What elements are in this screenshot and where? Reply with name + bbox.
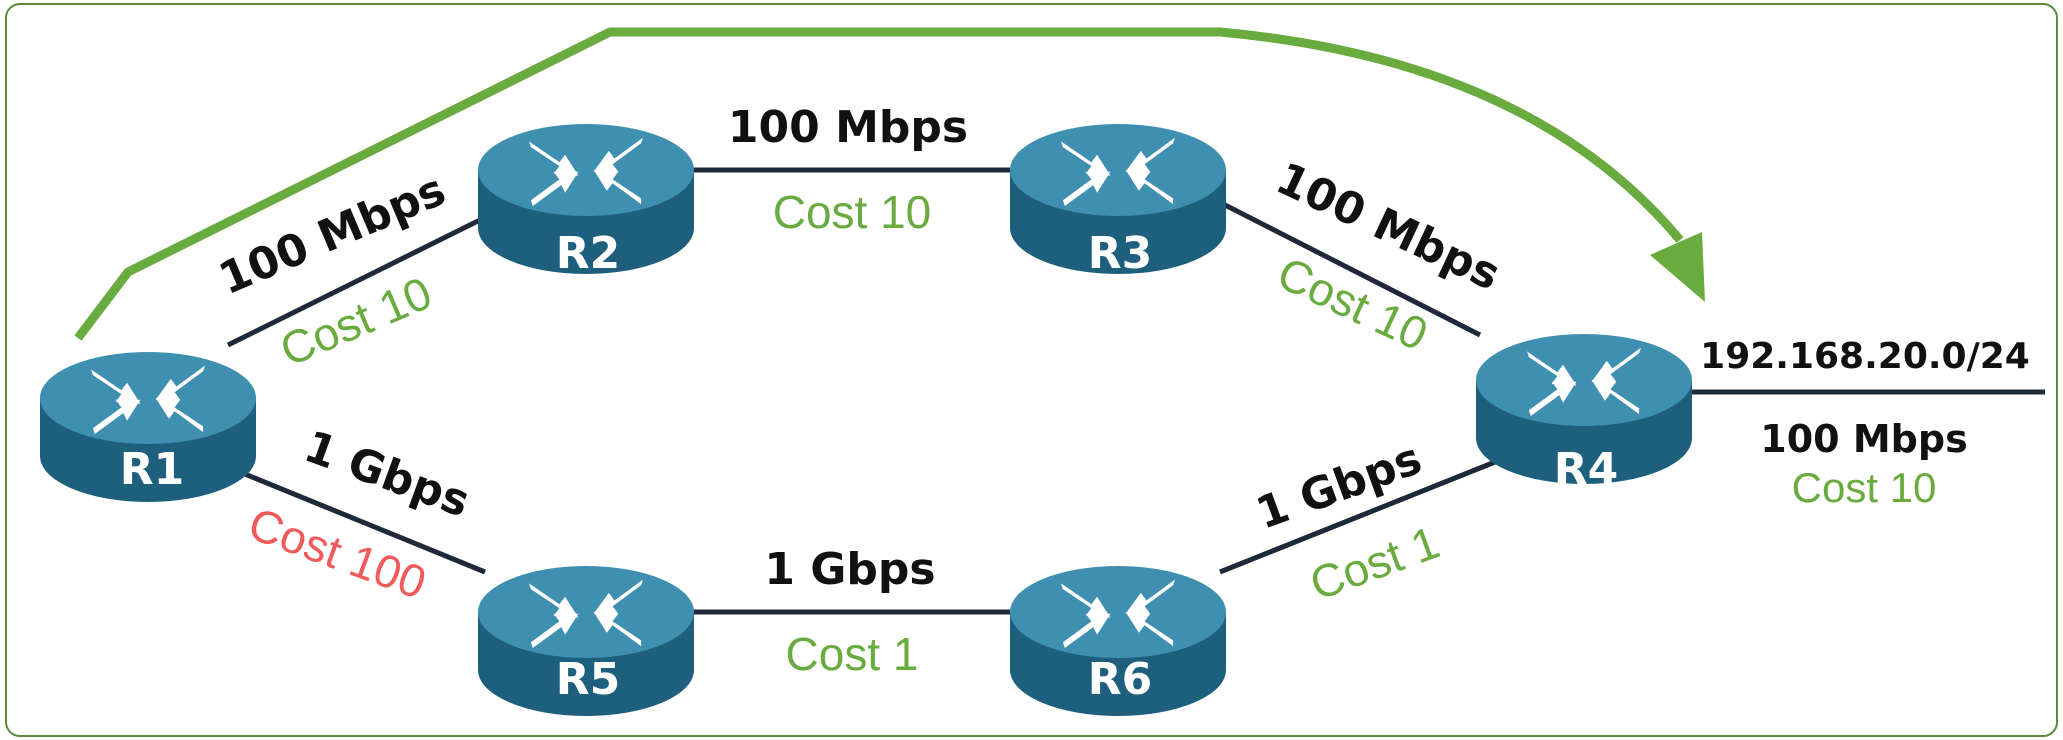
router-icon	[40, 352, 256, 502]
link-r1-r5	[234, 467, 486, 575]
path-arrowhead-icon	[1650, 232, 1705, 302]
router-icon	[478, 566, 694, 716]
link-r6-r4	[1219, 459, 1496, 575]
bandwidth-r2-r3: 100 Mbps	[728, 102, 968, 153]
path-arrow-icon	[74, 27, 1684, 341]
router-icon	[478, 124, 694, 274]
bandwidth-r1-r5: 1 Gbps	[298, 421, 476, 527]
router-label-r4: R4	[1554, 444, 1619, 495]
cost-r2-r3: Cost 10	[773, 186, 932, 238]
bandwidth-r5-r6: 1 Gbps	[764, 544, 935, 595]
router-icon	[1476, 334, 1692, 484]
frame-border	[5, 3, 2058, 737]
router-label-r2: R2	[556, 228, 621, 279]
link-r1-r2	[226, 217, 482, 348]
network-prefix: 192.168.20.0/24	[1700, 336, 2030, 377]
router-label-r1: R1	[120, 444, 185, 495]
router-icon	[1010, 124, 1226, 274]
router-label-r6: R6	[1088, 654, 1153, 705]
cost-r4-network: Cost 10	[1792, 464, 1937, 511]
router-label-r5: R5	[556, 654, 621, 705]
link-r3-r4	[1223, 202, 1482, 338]
router-icon	[1010, 566, 1226, 716]
bandwidth-r4-network: 100 Mbps	[1760, 417, 1967, 461]
router-label-r3: R3	[1088, 228, 1153, 279]
cost-r5-r6: Cost 1	[786, 628, 919, 680]
